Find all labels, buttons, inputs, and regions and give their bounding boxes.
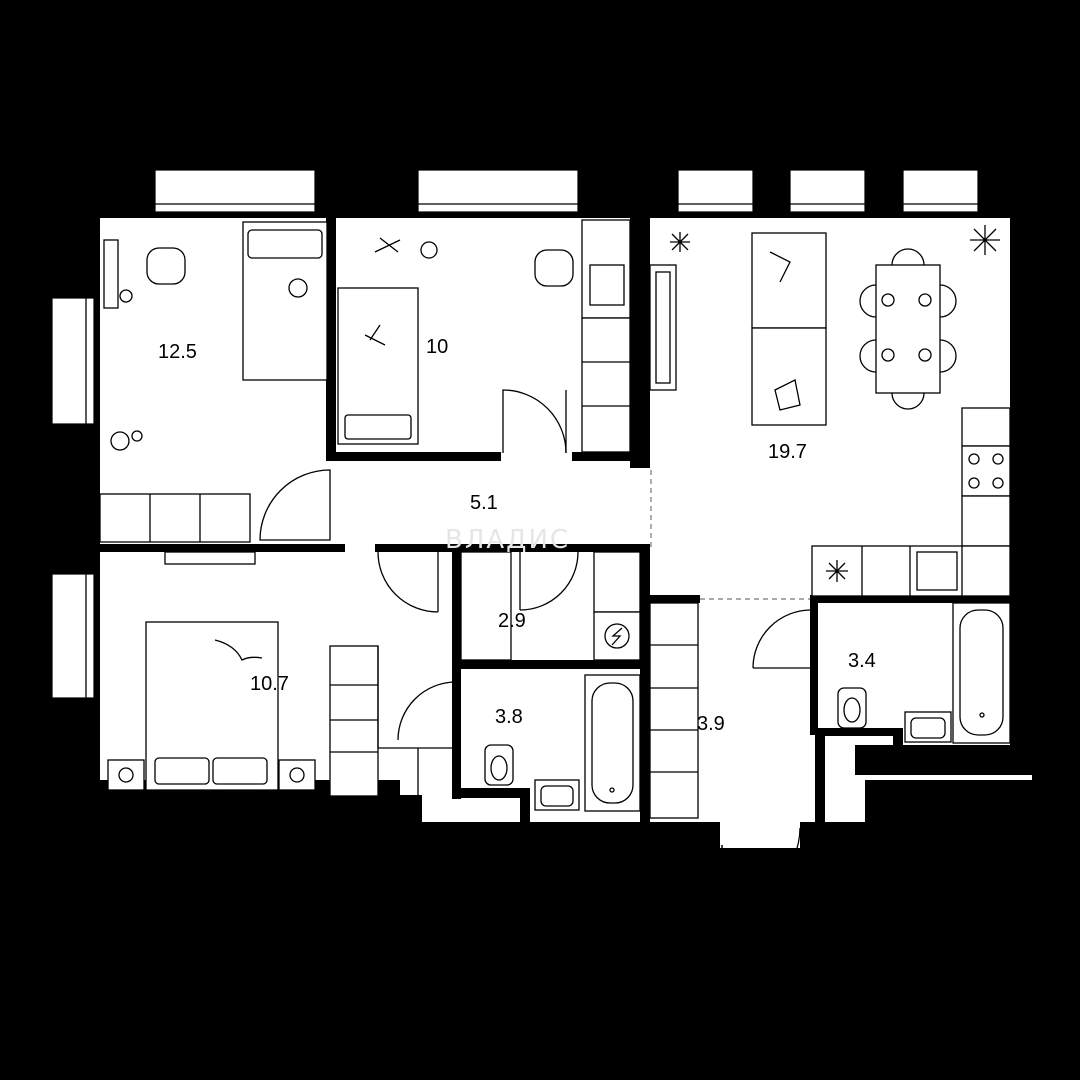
doors (259, 389, 812, 906)
bathroom-2-fixtures (837, 602, 1011, 744)
area-label-bedroom-2: 10 (426, 336, 448, 358)
corridor-furniture (649, 602, 699, 819)
master-bedroom-furniture (107, 551, 452, 797)
bedroom-2-furniture (337, 219, 631, 453)
area-label-hall: 5.1 (470, 492, 498, 514)
area-label-living-kitchen: 19.7 (768, 441, 807, 463)
area-label-corridor: 3.9 (697, 713, 725, 735)
area-label-bathroom-2: 3.4 (848, 650, 876, 672)
interior-walls (100, 210, 1010, 835)
area-label-storage: 2.9 (498, 610, 526, 632)
living-kitchen-furniture (649, 225, 1011, 597)
area-label-bathroom-1: 3.8 (495, 706, 523, 728)
bedroom-1-furniture (99, 221, 328, 543)
windows (51, 169, 979, 699)
area-label-master-bedroom: 10.7 (250, 673, 289, 695)
bathroom-1-fixtures (484, 674, 641, 812)
watermark: ВЛАДИС (445, 525, 570, 555)
storage-furniture (460, 551, 641, 661)
area-label-bedroom-1: 12.5 (158, 341, 197, 363)
